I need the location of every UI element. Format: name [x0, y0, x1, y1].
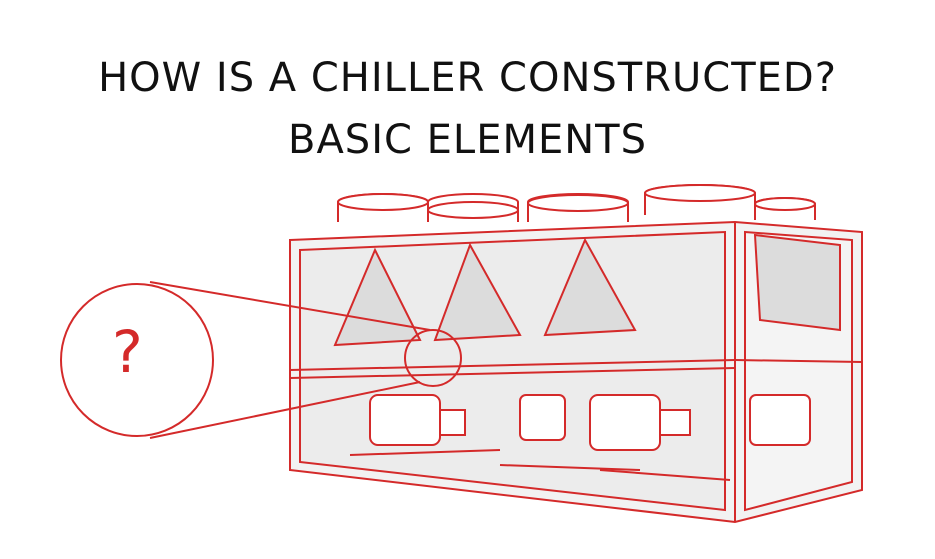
zoom-circle-small: [404, 329, 462, 387]
zoom-circle-large: [60, 283, 214, 437]
magnifier-lines: [60, 281, 462, 439]
question-mark: ?: [112, 318, 143, 386]
fan-cylinders: [337, 184, 816, 222]
title-line-2: BASIC ELEMENTS: [288, 117, 647, 163]
compressors: [349, 394, 811, 481]
title-line-1: HOW IS A CHILLER CONSTRUCTED?: [98, 55, 837, 101]
condenser-coils: [333, 233, 841, 347]
